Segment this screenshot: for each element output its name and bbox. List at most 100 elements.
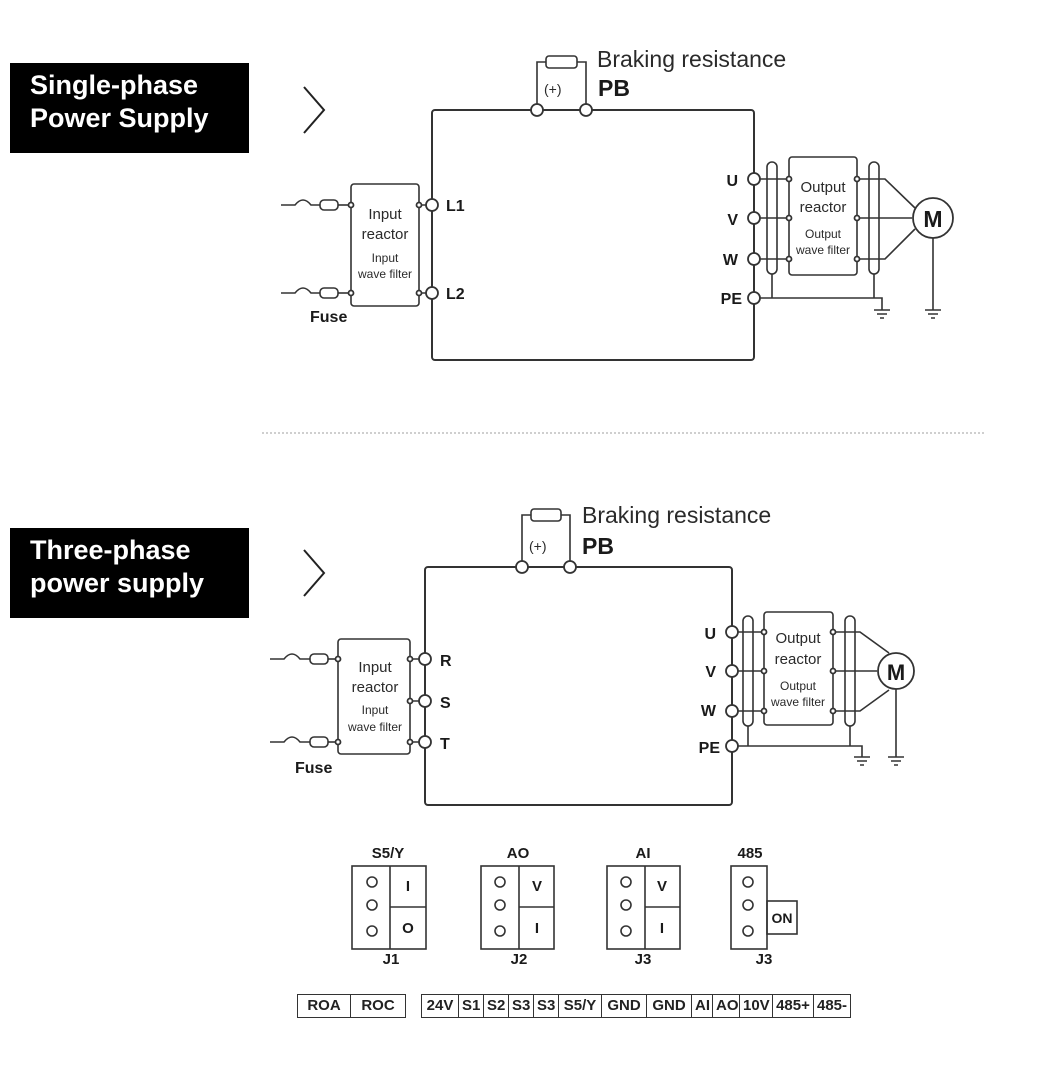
terminal-cell: S3 [534,995,559,1017]
switch-label: I [660,920,664,937]
terminal-label: V [727,212,738,229]
single-phase-title: Single-phase Power Supply [10,63,249,153]
jumper-j3-ai: AI V I J3 [606,845,681,968]
terminal-label: W [723,252,739,269]
terminal-u [747,172,761,186]
terminal-u [725,625,739,639]
terminal-strip-relay: ROA ROC [297,994,406,1018]
terminal-pb [579,103,593,117]
fuse-icon [281,199,349,211]
pb-label: PB [598,75,630,101]
pb-label: PB [582,533,614,559]
terminal-pb [563,560,577,574]
jumper-top-label: AI [636,845,651,862]
single-phase-wiring-diagram: (+) Braking resistance PB L1 L2 Input re… [281,46,954,361]
jumper-j2: AO V I J2 [480,845,555,968]
terminal-cell: 485+ [773,995,814,1017]
motor-label: M [923,206,942,232]
terminal-cell: GND [647,995,692,1017]
terminal-plus [515,560,529,574]
terminal-label: V [705,664,716,681]
title-line1: Single-phase [30,70,199,100]
output-box-text: reactor [800,199,847,216]
input-reactor-box [337,638,411,755]
terminal-label: PE [699,740,721,757]
braking-resistor [530,55,593,117]
input-box-text: Input [372,251,399,265]
jumper-top-label: AO [507,845,530,862]
input-box-text: Input [358,659,392,676]
switch-label: I [406,878,410,895]
jumper-bottom-label: J2 [511,951,528,968]
switch-label: ON [772,910,793,926]
terminal-cell: 485- [817,997,848,1014]
title-line1: Three-phase [30,535,191,565]
terminal-cell: AO [713,995,740,1017]
terminal-cell: S3 [509,995,534,1017]
terminal-cell: S5/Y [559,995,602,1017]
terminal-pe [725,739,739,753]
ground-icon [874,309,890,319]
switch-label: V [532,878,542,895]
ground-icon [888,689,904,766]
jumper-top-label: 485 [737,845,762,862]
terminal-label: L1 [446,198,465,215]
terminal-v [725,664,739,678]
input-box-text: reactor [362,226,409,243]
terminal-label: W [701,703,717,720]
input-box-text: wave filter [357,267,412,281]
output-box-text: Output [800,179,846,196]
fuse-icon [281,287,349,299]
fuse-label: Fuse [310,309,347,326]
terminal-l2 [425,286,439,300]
plus-label: (+) [544,81,562,97]
title-line2: power supply [30,568,205,598]
terminal-l1 [425,198,439,212]
switch-label: I [535,920,539,937]
output-box-text: Output [805,227,842,241]
title-line2: Power Supply [30,103,209,133]
section-divider [262,432,984,434]
inverter-body [431,109,755,361]
fuse-label: Fuse [295,760,332,777]
terminal-label: L2 [446,286,465,303]
terminal-label: PE [721,291,743,308]
inverter-body [424,566,733,806]
output-box-text: wave filter [770,695,825,709]
terminal-cell: GND [602,995,647,1017]
motor-label: M [887,660,905,685]
terminal-strip-control: 24V S1 S2 S3 S3 S5/Y GND GND AI AO 10V 4… [421,994,851,1018]
jumper-j3-485: 485 ON J3 [730,845,798,968]
output-box-text: Output [780,679,817,693]
switch-label: V [657,878,667,895]
jumper-bottom-label: J3 [756,951,773,968]
output-box-text: Output [775,630,821,647]
terminal-label: U [704,626,716,643]
jumper-bottom-label: J1 [383,951,400,968]
terminal-label: T [440,736,450,753]
terminal-label: S [440,695,451,712]
plus-label: (+) [529,538,547,554]
terminal-cell: ROA [298,995,351,1017]
terminal-w [747,252,761,266]
input-box-text: Input [362,703,389,717]
input-box-text: Input [368,206,402,223]
ground-icon [925,238,941,319]
output-box-text: wave filter [795,243,850,257]
terminal-pe [747,291,761,305]
three-phase-title: Three-phase power supply [10,528,249,618]
input-box-text: reactor [352,679,399,696]
chevron-right-icon [303,86,326,134]
terminal-cell: AI [692,995,713,1017]
terminal-cell: 10V [740,995,773,1017]
terminal-label: U [726,173,738,190]
jumper-bottom-label: J3 [635,951,652,968]
terminal-cell: S2 [484,995,509,1017]
terminal-cell: ROC [361,997,395,1014]
terminal-t [418,735,432,749]
input-reactor-box [350,183,420,307]
braking-resistor [515,508,577,574]
terminal-v [747,211,761,225]
three-phase-wiring-diagram: (+) Braking resistance PB R S T Input re… [270,502,915,806]
